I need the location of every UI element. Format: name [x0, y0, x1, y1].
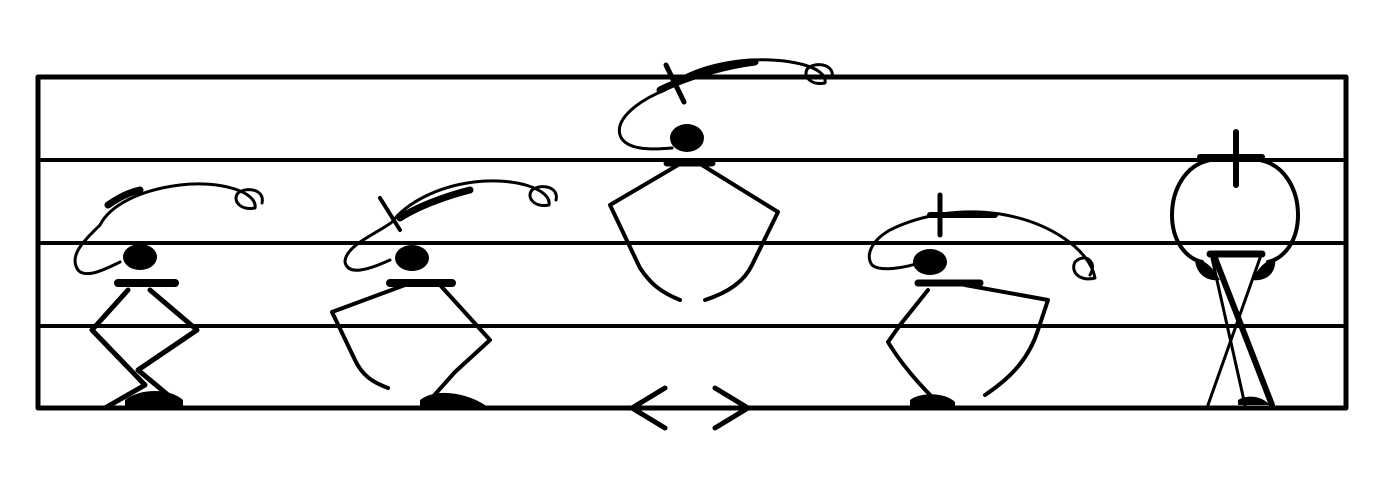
stick-figure-head-left-crossed-legs-icon	[73, 182, 264, 411]
stick-figure-head-left-arms-bent-icon	[330, 179, 558, 408]
stick-figure-back-view-hands-on-head-icon	[1170, 129, 1300, 408]
stick-figure-arms-raised-legs-open-icon	[608, 58, 834, 302]
stick-figure-head-left-bent-knees-icon	[867, 192, 1097, 408]
double-headed-arrow-icon	[629, 385, 751, 431]
